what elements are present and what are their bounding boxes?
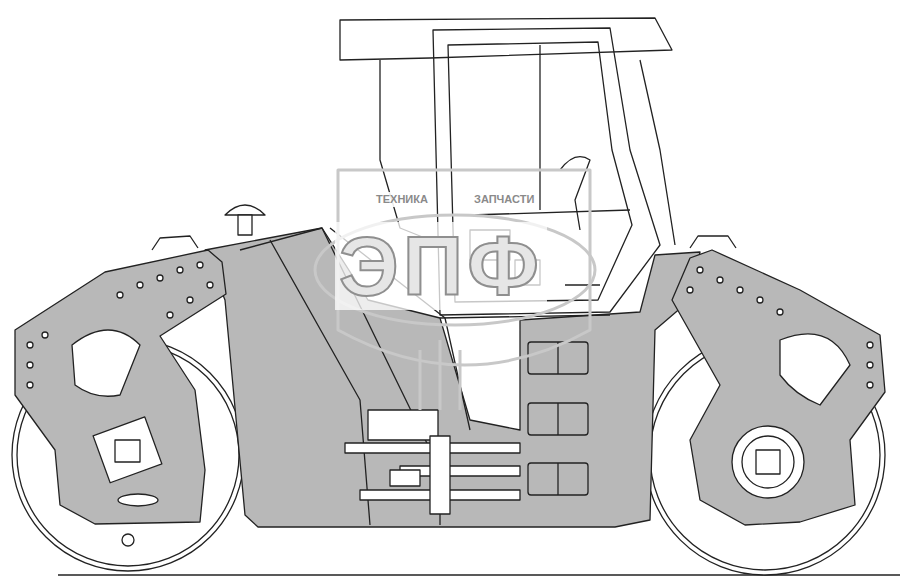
watermark-text: ЗАПЧАСТИ	[470, 192, 538, 207]
articulation-cylinders	[345, 436, 520, 514]
front-frame	[15, 250, 226, 546]
watermark-logo: ЭПФ	[335, 222, 547, 310]
watermark-emblem	[315, 170, 595, 410]
rear-frame	[672, 250, 885, 525]
body-panels	[528, 342, 588, 495]
watermark-text: ТЕХНИКА	[372, 192, 432, 207]
